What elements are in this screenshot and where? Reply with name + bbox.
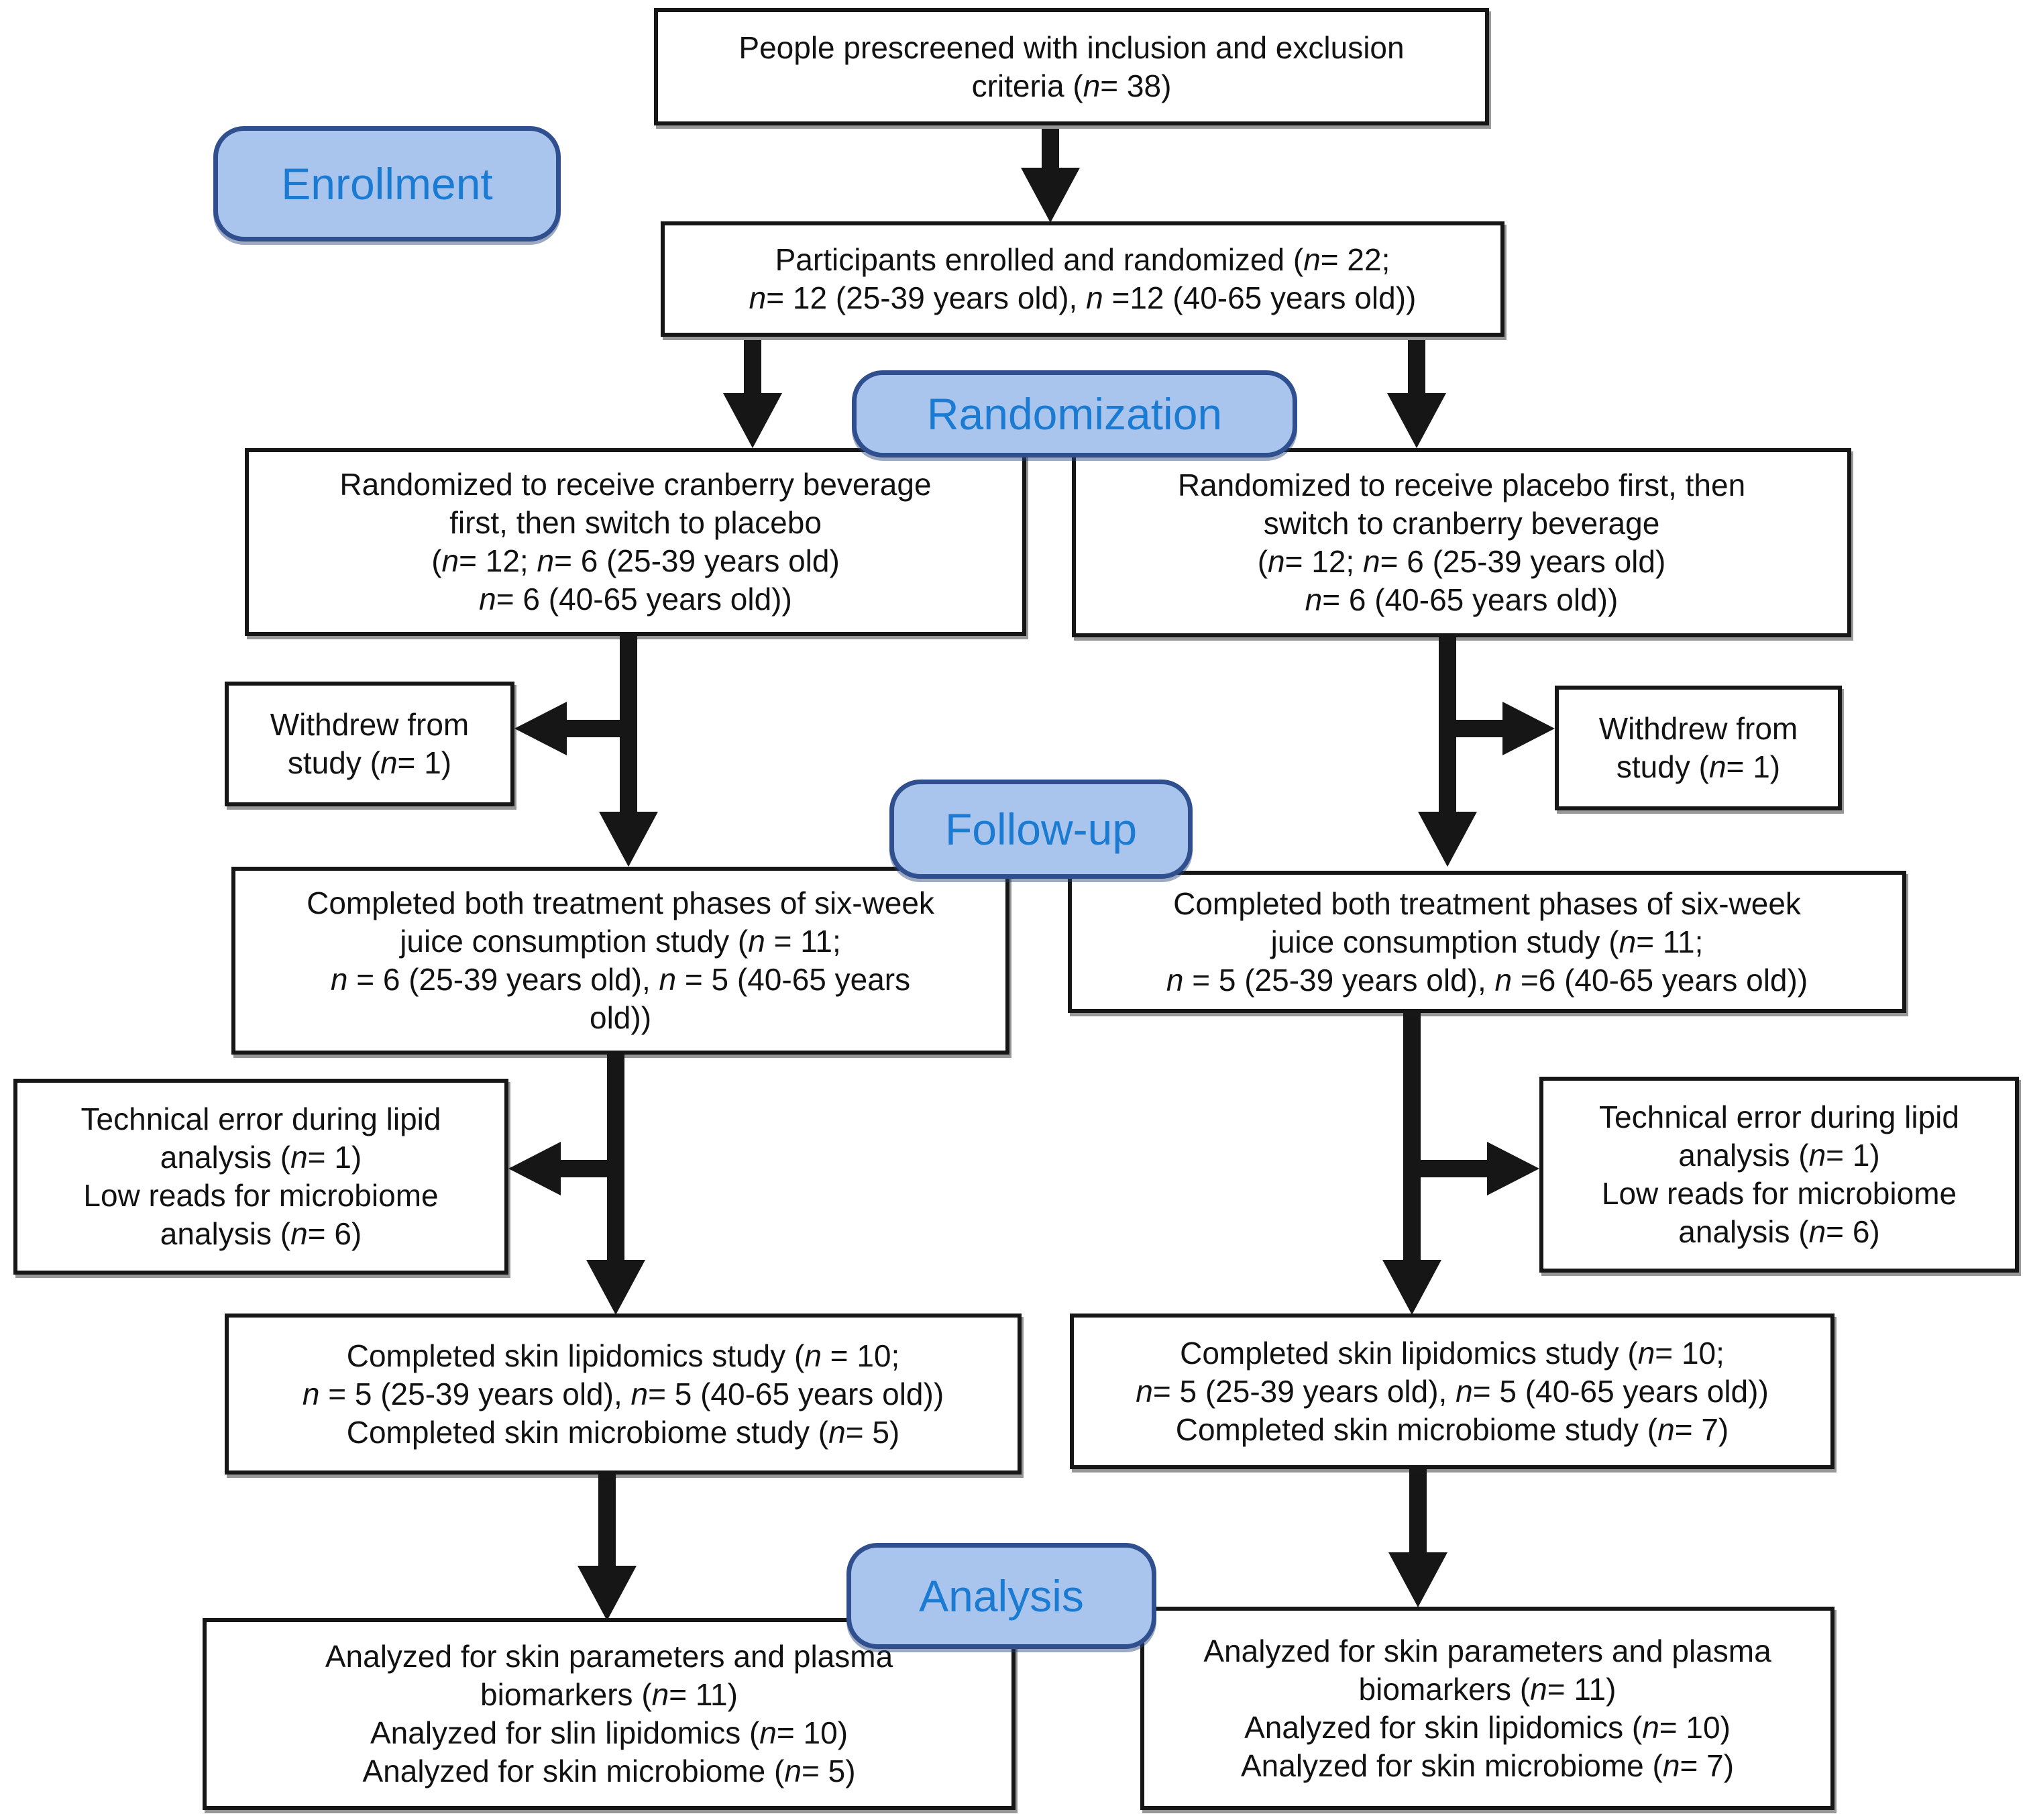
arrow-branch-exclusions-right-shaft bbox=[1412, 1160, 1488, 1177]
box-analyzed-left-line-3: Analyzed for slin lipidomics (n= 10) bbox=[370, 1715, 848, 1750]
box-lipidomics-left-line-2: n = 5 (25-39 years old), n= 5 (40-65 yea… bbox=[302, 1376, 944, 1411]
box-lipidomics-right: Completed skin lipidomics study (n= 10; … bbox=[1070, 1314, 1834, 1469]
arrow-branch-exclusions-left-shaft bbox=[561, 1160, 616, 1177]
box-lipidomics-left-line-1: Completed skin lipidomics study (n = 10; bbox=[346, 1338, 900, 1373]
arrow-branch-exclusions-left-head bbox=[508, 1142, 561, 1195]
arrow-lipidomics-to-analyzed-left-head bbox=[578, 1566, 637, 1621]
box-completed-phases-right-line-2: juice consumption study (n= 11; bbox=[1270, 924, 1704, 959]
box-exclusions-left-line-2: analysis (n= 1) bbox=[160, 1140, 362, 1175]
box-prescreened-line-1: People prescreened with inclusion and ex… bbox=[738, 30, 1405, 65]
arrow-completed-to-lipidomics-right-head bbox=[1382, 1260, 1441, 1315]
arrow-enrolled-to-placebo-shaft bbox=[1408, 340, 1425, 395]
arrow-branch-withdrew-right-shaft bbox=[1447, 720, 1504, 737]
arrow-branch-withdrew-left-shaft bbox=[567, 720, 628, 737]
box-prescreened: People prescreened with inclusion and ex… bbox=[654, 8, 1489, 125]
box-rand-cranberry-line-3: (n= 12; n= 6 (25-39 years old) bbox=[431, 543, 840, 578]
arrow-placebo-to-completed-head bbox=[1418, 812, 1477, 867]
box-completed-phases-left: Completed both treatment phases of six-w… bbox=[231, 867, 1009, 1055]
box-analyzed-right: Analyzed for skin parameters and plasma … bbox=[1140, 1607, 1834, 1810]
arrow-enrolled-to-cranberry-head bbox=[723, 393, 782, 448]
arrow-prescreened-to-enrolled-shaft bbox=[1042, 129, 1059, 170]
box-completed-phases-left-line-2: juice consumption study (n = 11; bbox=[400, 924, 841, 959]
box-lipidomics-right-line-2: n= 5 (25-39 years old), n= 5 (40-65 year… bbox=[1136, 1373, 1769, 1409]
box-exclusions-right: Technical error during lipid analysis (n… bbox=[1539, 1077, 2019, 1273]
box-exclusions-right-line-1: Technical error during lipid bbox=[1599, 1100, 1959, 1134]
stage-label-followup-text: Follow-up bbox=[944, 804, 1138, 854]
box-analyzed-left: Analyzed for skin parameters and plasma … bbox=[203, 1618, 1016, 1810]
box-exclusions-right-line-2: analysis (n= 1) bbox=[1678, 1138, 1880, 1173]
stage-label-enrollment: Enrollment bbox=[213, 126, 561, 242]
box-rand-cranberry-line-4: n= 6 (40-65 years old)) bbox=[479, 582, 792, 617]
box-exclusions-left-line-4: analysis (n= 6) bbox=[160, 1216, 362, 1251]
arrow-branch-withdrew-right-head bbox=[1502, 702, 1555, 755]
stage-label-enrollment-text: Enrollment bbox=[281, 159, 493, 209]
box-completed-phases-left-line-4: old)) bbox=[589, 1000, 652, 1035]
box-randomized-cranberry-first: Randomized to receive cranberry beverage… bbox=[245, 448, 1026, 636]
box-withdrew-left-line-1: Withdrew from bbox=[270, 707, 470, 742]
box-rand-cranberry-line-1: Randomized to receive cranberry beverage bbox=[339, 467, 932, 502]
arrow-branch-withdrew-left-head bbox=[514, 702, 567, 755]
stage-label-randomization: Randomization bbox=[852, 370, 1297, 458]
box-randomized-placebo-first: Randomized to receive placebo first, the… bbox=[1072, 448, 1851, 637]
arrow-branch-exclusions-right-head bbox=[1487, 1142, 1539, 1195]
box-withdrew-right-line-2: study (n= 1) bbox=[1616, 749, 1781, 784]
box-lipidomics-left-line-3: Completed skin microbiome study (n= 5) bbox=[346, 1414, 900, 1450]
box-exclusions-right-line-4: analysis (n= 6) bbox=[1678, 1214, 1880, 1249]
arrow-completed-to-lipidomics-left-head bbox=[586, 1260, 645, 1315]
box-rand-placebo-line-3: (n= 12; n= 6 (25-39 years old) bbox=[1257, 544, 1666, 579]
box-analyzed-left-line-4: Analyzed for skin microbiome (n= 5) bbox=[362, 1754, 856, 1788]
box-lipidomics-left: Completed skin lipidomics study (n = 10;… bbox=[225, 1314, 1022, 1475]
arrow-lipidomics-to-analyzed-right-shaft bbox=[1409, 1469, 1427, 1554]
box-exclusions-left: Technical error during lipid analysis (n… bbox=[13, 1079, 508, 1275]
box-enrolled-line-2: n= 12 (25-39 years old), n =12 (40-65 ye… bbox=[749, 280, 1417, 315]
box-analyzed-left-line-2: biomarkers (n= 11) bbox=[480, 1677, 738, 1712]
box-withdrew-left: Withdrew from study (n= 1) bbox=[225, 682, 514, 806]
box-completed-phases-right-line-1: Completed both treatment phases of six-w… bbox=[1173, 886, 1801, 921]
box-withdrew-left-line-2: study (n= 1) bbox=[287, 745, 452, 780]
arrow-cranberry-to-completed-head bbox=[599, 812, 658, 867]
box-rand-cranberry-line-2: first, then switch to placebo bbox=[449, 505, 822, 540]
box-completed-phases-left-line-1: Completed both treatment phases of six-w… bbox=[307, 886, 934, 920]
box-completed-phases-left-line-3: n = 6 (25-39 years old), n = 5 (40-65 ye… bbox=[330, 962, 911, 997]
stage-label-followup: Follow-up bbox=[889, 780, 1193, 879]
arrow-lipidomics-to-analyzed-left-shaft bbox=[598, 1475, 616, 1567]
box-analyzed-right-line-3: Analyzed for skin lipidomics (n= 10) bbox=[1244, 1709, 1731, 1745]
arrow-prescreened-to-enrolled-head bbox=[1021, 168, 1080, 223]
arrow-enrolled-to-placebo-head bbox=[1387, 393, 1446, 448]
box-exclusions-left-line-1: Technical error during lipid bbox=[80, 1102, 441, 1136]
box-exclusions-left-line-3: Low reads for microbiome bbox=[83, 1178, 439, 1213]
box-rand-placebo-line-1: Randomized to receive placebo first, the… bbox=[1177, 468, 1746, 502]
arrow-lipidomics-to-analyzed-right-head bbox=[1388, 1552, 1447, 1607]
arrow-completed-to-lipidomics-left-shaft bbox=[607, 1055, 624, 1261]
box-lipidomics-right-line-1: Completed skin lipidomics study (n= 10; bbox=[1180, 1335, 1724, 1371]
box-withdrew-right-line-1: Withdrew from bbox=[1598, 711, 1798, 746]
box-analyzed-left-line-1: Analyzed for skin parameters and plasma bbox=[325, 1639, 893, 1674]
stage-label-analysis: Analysis bbox=[846, 1543, 1156, 1649]
box-prescreened-line-2: criteria (n= 38) bbox=[971, 68, 1172, 103]
box-exclusions-right-line-3: Low reads for microbiome bbox=[1601, 1176, 1957, 1211]
box-withdrew-right: Withdrew from study (n= 1) bbox=[1555, 686, 1842, 810]
box-rand-placebo-line-4: n= 6 (40-65 years old)) bbox=[1305, 582, 1619, 617]
box-rand-placebo-line-2: switch to cranberry beverage bbox=[1263, 506, 1660, 541]
box-completed-phases-right-line-3: n = 5 (25-39 years old), n =6 (40-65 yea… bbox=[1166, 962, 1808, 998]
box-enrolled-randomized: Participants enrolled and randomized (n=… bbox=[661, 221, 1504, 337]
arrow-completed-to-lipidomics-right-shaft bbox=[1403, 1013, 1421, 1261]
arrow-enrolled-to-cranberry-shaft bbox=[744, 340, 761, 395]
box-analyzed-right-line-2: biomarkers (n= 11) bbox=[1358, 1671, 1617, 1707]
box-analyzed-right-line-1: Analyzed for skin parameters and plasma bbox=[1203, 1633, 1771, 1668]
box-analyzed-right-line-4: Analyzed for skin microbiome (n= 7) bbox=[1240, 1748, 1735, 1783]
box-enrolled-line-1: Participants enrolled and randomized (n=… bbox=[775, 242, 1390, 277]
stage-label-randomization-text: Randomization bbox=[926, 389, 1223, 439]
stage-label-analysis-text: Analysis bbox=[919, 1571, 1084, 1621]
box-lipidomics-right-line-3: Completed skin microbiome study (n= 7) bbox=[1175, 1411, 1729, 1447]
box-completed-phases-right: Completed both treatment phases of six-w… bbox=[1068, 871, 1906, 1013]
